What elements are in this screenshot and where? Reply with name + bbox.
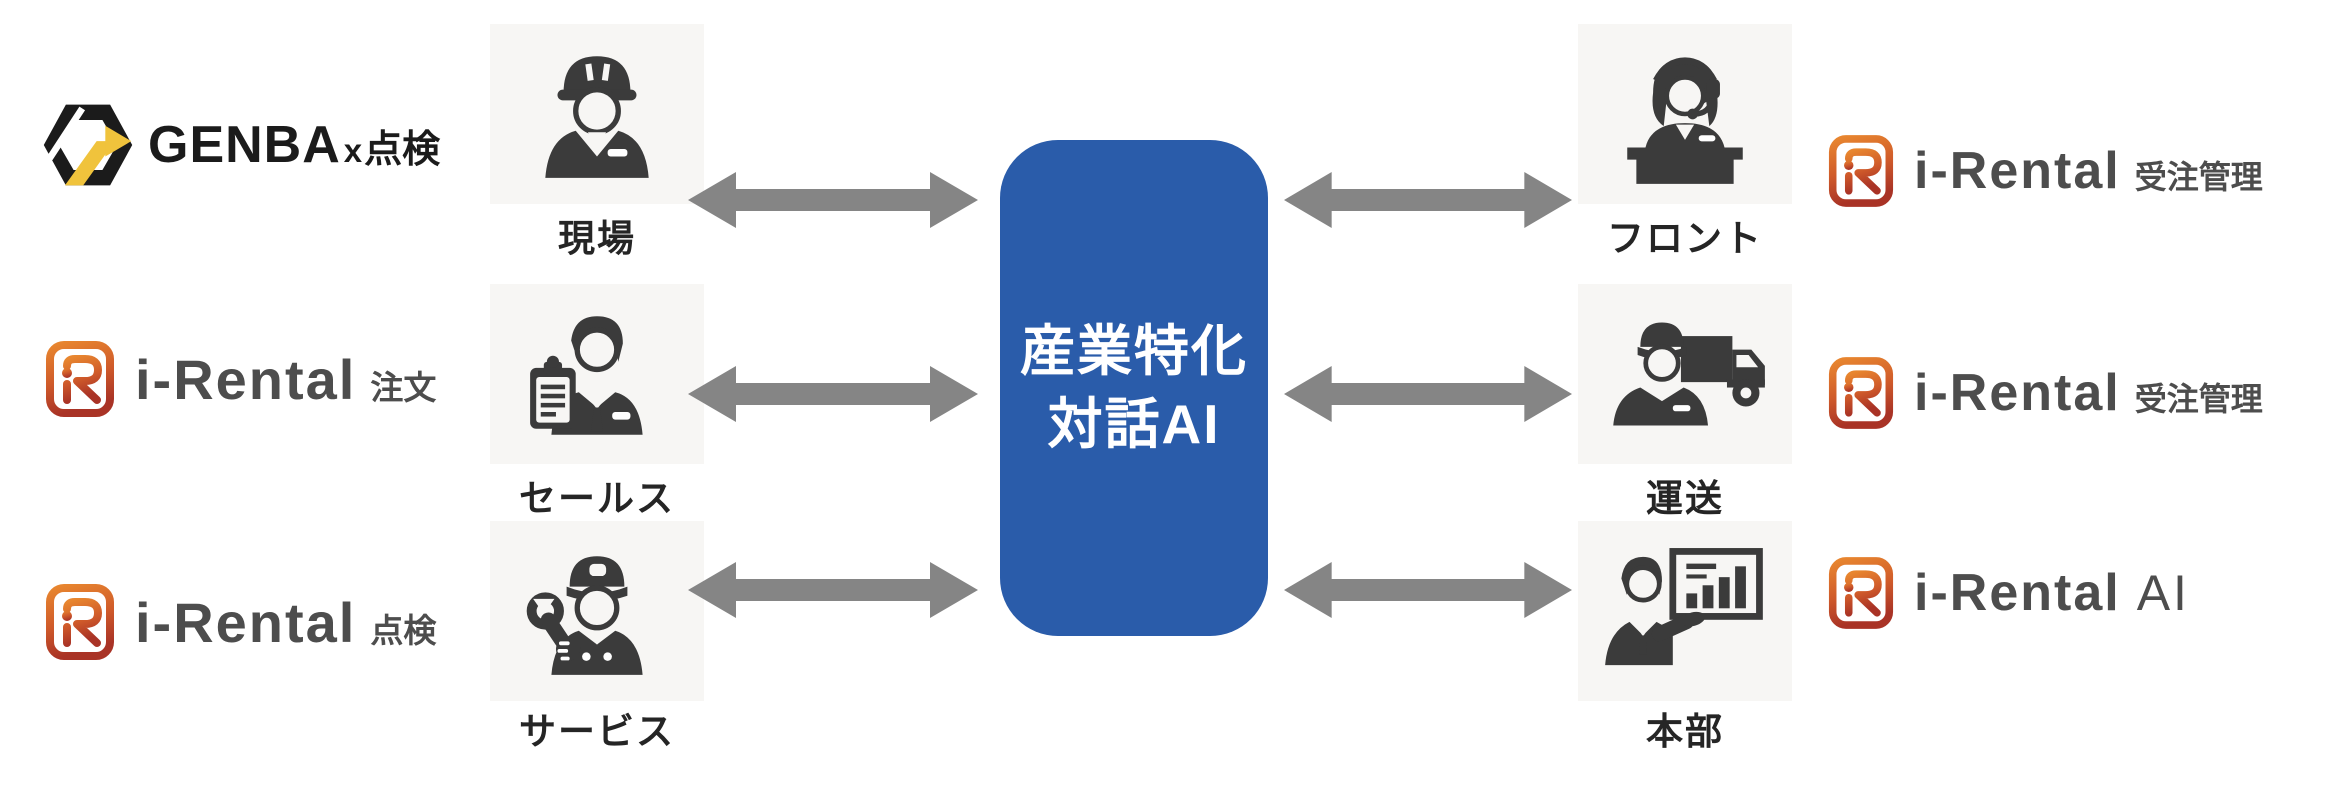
product-genba-tenken: GENBA x 点検	[38, 100, 440, 190]
role-card-service	[490, 521, 704, 701]
role-card-headquarters	[1578, 521, 1792, 701]
irental-brand-text: i-Rental	[1914, 142, 2121, 200]
genba-brand-text: GENBA	[148, 116, 341, 174]
product-irental-juchu-kanri-1: i-Rental 受注管理	[1828, 134, 2263, 208]
role-label-front: フロント	[1607, 218, 1763, 259]
genba-hexagon-logo-icon	[43, 104, 133, 186]
irental-suffix-text: 注文	[370, 368, 437, 406]
irental-brand-text: i-Rental	[135, 590, 357, 654]
i-rental-logo-icon	[1828, 557, 1894, 629]
role-label-headquarters: 本部	[1646, 711, 1724, 752]
industry-dialogue-ai-label: 産業特化 対話AI	[1020, 315, 1248, 460]
product-irental-tenken: i-Rental 点検	[45, 583, 436, 661]
role-card-genba	[490, 24, 704, 204]
product-irental-juchu-kanri-2: i-Rental 受注管理	[1828, 356, 2263, 430]
irental-brand-text: i-Rental	[1914, 564, 2121, 622]
role-card-sales	[490, 284, 704, 464]
product-irental-ai: i-Rental AI	[1828, 556, 2190, 630]
receptionist-headset-desk-icon	[1627, 57, 1743, 184]
role-label-service: サービス	[519, 711, 675, 752]
irental-suffix-text: 受注管理	[2134, 381, 2263, 417]
i-rental-logo-icon	[1828, 135, 1894, 207]
irental-brand-text: i-Rental	[1914, 364, 2121, 422]
bidirectional-arrow	[1284, 172, 1572, 228]
delivery-driver-truck-icon	[1613, 322, 1765, 426]
irental-brand-text: i-Rental	[135, 347, 357, 411]
i-rental-logo-icon	[46, 341, 114, 417]
bidirectional-arrow	[1284, 562, 1572, 618]
ai-label-line2: 対話AI	[1047, 393, 1221, 455]
role-card-front	[1578, 24, 1792, 204]
role-label-genba: 現場	[558, 218, 636, 259]
bidirectional-arrow	[688, 366, 978, 422]
product-irental-chumon: i-Rental 注文	[45, 340, 436, 418]
role-card-transport	[1578, 284, 1792, 464]
construction-worker-icon	[545, 56, 649, 178]
genba-suffix-text: 点検	[364, 129, 441, 171]
irental-suffix-text: AI	[2136, 565, 2190, 621]
bidirectional-arrow	[1284, 366, 1572, 422]
mechanic-wrench-icon	[526, 556, 643, 675]
bidirectional-arrow	[688, 172, 978, 228]
irental-suffix-text: 点検	[370, 611, 437, 649]
ai-label-line1: 産業特化	[1019, 320, 1248, 383]
i-rental-logo-icon	[1828, 357, 1894, 429]
i-rental-logo-icon	[46, 584, 114, 660]
presenter-chart-icon	[1605, 548, 1763, 666]
role-label-sales: セールス	[519, 478, 675, 519]
bidirectional-arrow	[688, 562, 978, 618]
industry-dialogue-ai-box: 産業特化 対話AI	[1000, 140, 1268, 636]
irental-suffix-text: 受注管理	[2134, 159, 2263, 195]
salesperson-clipboard-icon	[530, 316, 643, 435]
genba-x-mark: x	[343, 132, 363, 169]
role-label-transport: 運送	[1646, 478, 1724, 519]
